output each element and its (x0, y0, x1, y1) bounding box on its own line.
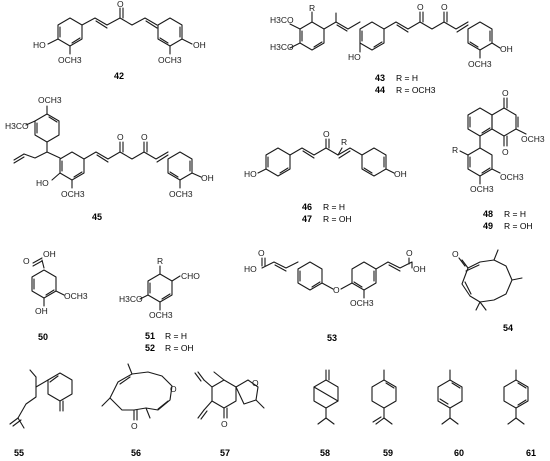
atom-label: OH (394, 169, 407, 179)
atom-label: O (452, 249, 459, 259)
atom-label: CHO (181, 271, 200, 281)
structure-58: 58 (313, 369, 339, 458)
atom-label: O (131, 421, 138, 431)
compound-id: 42 (114, 71, 124, 81)
atom-label: OCH3 (58, 55, 82, 65)
structure-55: 55 (9, 369, 73, 458)
r-group-definition: R = OH (323, 214, 352, 224)
atom-label: R (341, 137, 347, 147)
atom-label: OH (193, 40, 206, 50)
r-group-definition: R = OH (165, 343, 194, 353)
structure-45: OCH3 H3CO HO OCH3 O O OH OCH3 45 (5, 95, 214, 222)
atom-label: HO (244, 169, 257, 179)
atom-label: O (252, 378, 259, 388)
structure-42: O HO OCH3 OH OCH3 42 (33, 0, 206, 81)
r-group-definition: R = OCH3 (396, 85, 436, 95)
atom-label: O (258, 248, 265, 258)
atom-label: O (406, 248, 413, 258)
compound-id: 58 (320, 448, 330, 458)
atom-label: O (502, 147, 509, 157)
compound-id: 47 (302, 214, 312, 224)
r-group-definition: R = OH (504, 221, 533, 231)
atom-label: OCH3 (64, 291, 88, 301)
compound-id: 56 (131, 448, 141, 458)
atom-label: OH (35, 306, 48, 316)
atom-label: O (333, 285, 340, 295)
atom-label: OCH3 (149, 310, 173, 320)
atom-label: R (157, 256, 163, 266)
atom-label: OH (43, 249, 56, 259)
atom-label: OCH3 (158, 55, 182, 65)
atom-label: OH (201, 173, 214, 183)
atom-label: OCH3 (38, 95, 62, 105)
atom-label: HO (244, 264, 257, 274)
atom-label: R (452, 145, 458, 155)
atom-label: H3CO (270, 15, 294, 25)
structure-53: O HO O OCH3 O OH 53 (244, 248, 426, 343)
compound-id: 50 (38, 332, 48, 342)
structure-50: O OH OCH3 OH 50 (23, 249, 88, 342)
structure-51-52: R CHO H3CO OCH3 51 R = H 52 R = OH (119, 256, 200, 353)
atom-label: H3CO (270, 42, 294, 52)
atom-label: H3CO (5, 121, 29, 131)
atom-label: HO (36, 178, 49, 188)
compound-id: 53 (327, 333, 337, 343)
atom-label: O (117, 0, 124, 9)
compound-id: 51 (145, 331, 155, 341)
atom-label: OCH3 (470, 184, 494, 194)
atom-label: O (502, 88, 509, 98)
structure-60: 60 (437, 369, 464, 458)
compound-id: 60 (454, 448, 464, 458)
compound-id: 43 (375, 73, 385, 83)
atom-label: HO (348, 52, 361, 62)
structure-57: O O 57 (194, 371, 265, 458)
compound-id: 57 (220, 448, 230, 458)
r-group-definition: R = H (165, 331, 187, 341)
compound-id: 46 (302, 202, 312, 212)
atom-label: O (141, 132, 148, 142)
compound-id: 44 (375, 85, 385, 95)
structure-59: 59 (371, 369, 397, 458)
compound-id: 52 (145, 343, 155, 353)
r-group-definition: R = H (323, 202, 345, 212)
atom-label: O (170, 384, 177, 394)
atom-label: O (221, 419, 228, 429)
compound-id: 54 (503, 323, 513, 333)
atom-label: O (117, 132, 124, 142)
atom-label: OCH3 (468, 59, 492, 69)
atom-label: O (441, 2, 448, 12)
compound-id: 61 (526, 448, 536, 458)
structure-46-47: HO O R OH 46 R = H 47 R = OH (244, 129, 407, 224)
atom-label: R (309, 3, 315, 13)
r-group-definition: R = H (504, 209, 526, 219)
atom-label: OH (413, 264, 426, 274)
compound-id: 45 (92, 212, 102, 222)
atom-label: OH (500, 44, 513, 54)
atom-label: H3CO (119, 294, 143, 304)
structure-61: 61 (503, 369, 536, 458)
atom-label: OCH3 (350, 298, 374, 308)
structure-48-49: O O OCH3 R OCH3 OCH3 48 R = H 49 R = OH (452, 88, 545, 231)
atom-label: O (417, 2, 424, 12)
atom-label: OCH3 (169, 189, 193, 199)
structure-43-44: R H3CO H3CO HO O O OH OCH3 43 R = H 44 R… (270, 2, 513, 95)
r-group-definition: R = H (396, 73, 418, 83)
structure-56: O O 56 (101, 363, 177, 458)
compound-id: 55 (14, 448, 24, 458)
atom-label: OCH3 (521, 134, 545, 144)
atom-label: O (23, 256, 30, 266)
atom-label: OCH3 (500, 172, 524, 182)
compound-id: 49 (483, 221, 493, 231)
structure-54: O 54 (452, 249, 523, 333)
atom-label: O (323, 129, 330, 139)
compound-id: 48 (483, 209, 493, 219)
atom-label: HO (33, 40, 46, 50)
compound-id: 59 (383, 448, 393, 458)
atom-label: OCH3 (61, 189, 85, 199)
